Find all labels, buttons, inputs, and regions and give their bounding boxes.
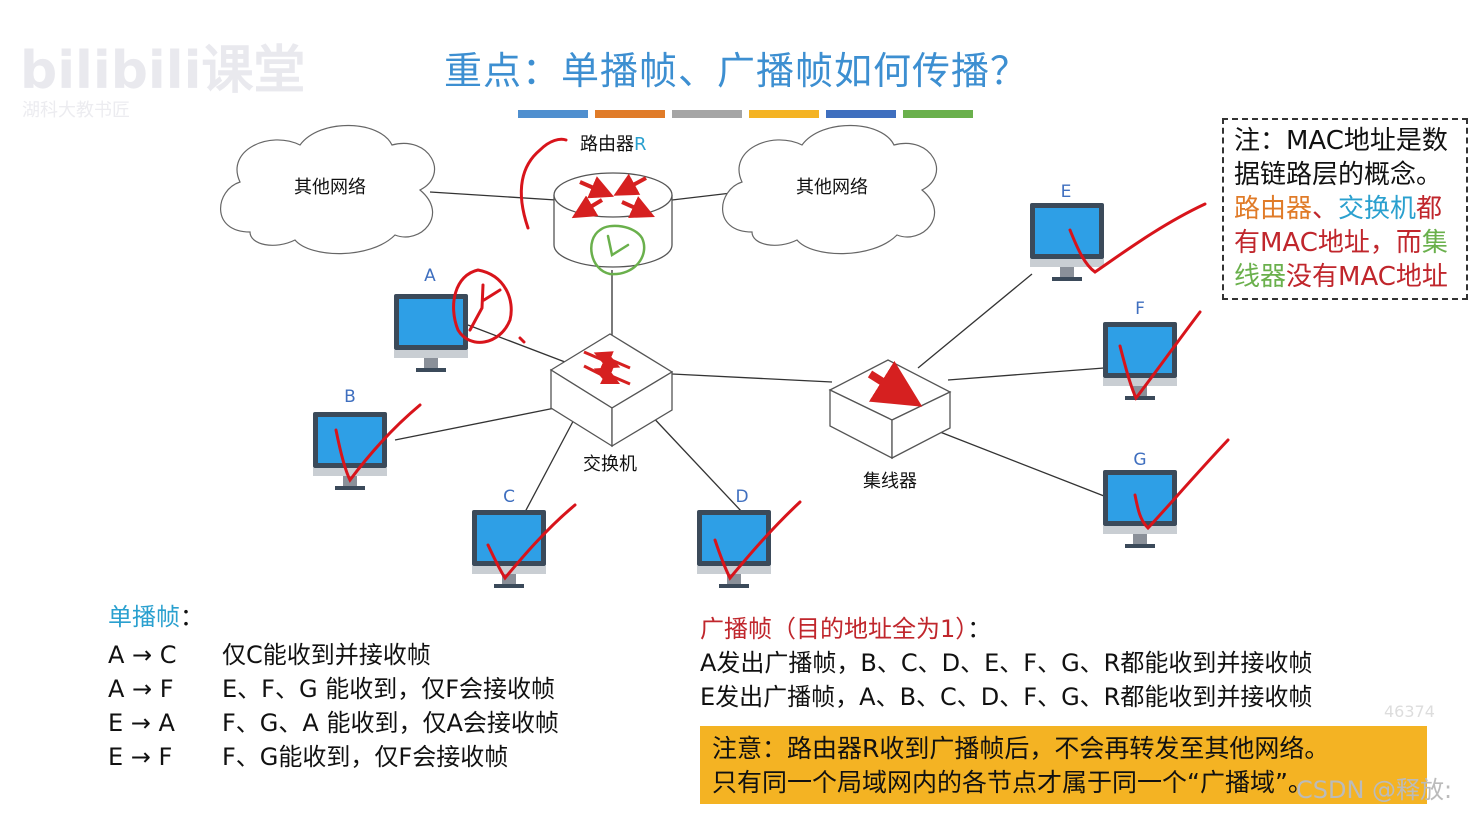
- broadcast-section: 广播帧（目的地址全为1）： A发出广播帧，B、C、D、E、F、G、R都能收到并接…: [700, 612, 1312, 714]
- unicast-pair: A → C: [108, 641, 177, 669]
- page-title: 重点：单播帧、广播帧如何传播？: [443, 49, 1029, 93]
- host-a-icon: [394, 294, 468, 372]
- bilibili-logo: bilibili课堂: [20, 41, 306, 101]
- note-router: 路由器: [1234, 194, 1313, 224]
- logo-subtitle: 湖科大教书匠: [22, 100, 130, 121]
- warning-line-2: 只有同一个局域网内的各节点才属于同一个“广播域”。: [712, 768, 1313, 797]
- note-du: 都: [1416, 194, 1443, 224]
- note-line-3: 路由器、交换机都: [1234, 192, 1466, 226]
- router-icon: [553, 172, 673, 268]
- note-line-2: 据链路层的概念。: [1234, 160, 1443, 190]
- host-f-label: F: [1135, 299, 1145, 319]
- broadcast-heading: 广播帧（目的地址全为1）: [700, 615, 968, 643]
- router-green-mark: [590, 224, 646, 276]
- cloud-right-label: 其他网络: [796, 177, 868, 198]
- note-hub-1: 集: [1421, 228, 1448, 258]
- host-a-label: A: [424, 266, 436, 286]
- check-d: [713, 500, 802, 581]
- host-e-label: E: [1061, 182, 1072, 202]
- unicast-pair: A → F: [108, 675, 174, 703]
- cloud-right: 其他网络: [722, 124, 938, 255]
- mac-note-box: 注：MAC地址是数 据链路层的概念。 路由器、交换机都 有MAC地址，而集 线器…: [1222, 118, 1468, 300]
- note-line-5: 线器没有MAC地址: [1234, 260, 1466, 294]
- unicast-text: E、F、G 能收到，仅F会接收帧: [222, 675, 555, 703]
- unicast-row: A → C 仅C能收到并接收帧: [108, 638, 559, 672]
- unicast-text: F、G、A 能收到，仅A会接收帧: [222, 709, 559, 737]
- unicast-row: A → F E、F、G 能收到，仅F会接收帧: [108, 672, 559, 706]
- switch-icon: [549, 333, 674, 448]
- note-sep: 、: [1312, 194, 1339, 224]
- cloud-left: 其他网络: [220, 124, 436, 255]
- watermark-number: 46374: [1384, 702, 1435, 721]
- broadcast-colon: ：: [967, 615, 992, 643]
- router-label: 路由器R: [580, 134, 647, 155]
- color-bar-segment: [672, 110, 742, 118]
- broadcast-line-2: E发出广播帧，A、B、C、D、F、G、R都能收到并接收帧: [700, 683, 1313, 711]
- router-mark: [519, 137, 568, 230]
- unicast-heading: 单播帧: [108, 603, 180, 631]
- host-d-label: D: [735, 487, 748, 507]
- handwritten-checks: [334, 137, 1230, 581]
- unicast-section: 单播帧： A → C 仅C能收到并接收帧 A → F E、F、G 能收到，仅F会接收…: [108, 600, 559, 774]
- host-f-icon: [1103, 322, 1177, 400]
- color-bar-segment: [903, 110, 973, 118]
- color-bar-segment: [826, 110, 896, 118]
- host-b-label: B: [344, 387, 356, 407]
- unicast-row: E → F F、G能收到，仅F会接收帧: [108, 740, 559, 774]
- color-bar-segment: [595, 110, 665, 118]
- unicast-text: F、G能收到，仅F会接收帧: [222, 743, 509, 771]
- check-c: [486, 503, 577, 581]
- check-b: [334, 403, 422, 483]
- unicast-pair: E → F: [108, 743, 173, 771]
- note-hub-2: 线器: [1234, 262, 1287, 292]
- cloud-left-label: 其他网络: [294, 177, 366, 198]
- check-e: [1068, 202, 1207, 274]
- links: [394, 191, 1105, 513]
- broadcast-line-1: A发出广播帧，B、C、D、E、F、G、R都能收到并接收帧: [700, 649, 1313, 677]
- host-a-mark: [452, 268, 526, 344]
- host-d-icon: [697, 510, 771, 588]
- color-bar: [518, 110, 973, 118]
- host-g-label: G: [1133, 450, 1146, 470]
- unicast-text: 仅C能收到并接收帧: [222, 641, 431, 669]
- note-have-mac: 有MAC地址，而: [1234, 228, 1422, 258]
- note-switch: 交换机: [1338, 194, 1417, 224]
- unicast-colon: ：: [180, 603, 204, 631]
- check-g: [1133, 438, 1230, 531]
- broadcast-domain-warning: 注意：路由器R收到广播帧后，不会再转发至其他网络。 只有同一个局域网内的各节点才…: [700, 726, 1427, 804]
- csdn-watermark: CSDN @释放:: [1296, 776, 1453, 804]
- color-bar-segment: [518, 110, 588, 118]
- note-no-mac: 没有MAC地址: [1286, 262, 1448, 292]
- check-f: [1118, 310, 1202, 401]
- switch-label: 交换机: [583, 454, 637, 475]
- host-c-label: C: [503, 487, 515, 507]
- note-line-1: 注：MAC地址是数: [1234, 126, 1448, 156]
- hub-label: 集线器: [863, 471, 917, 492]
- note-line-4: 有MAC地址，而集: [1234, 226, 1466, 260]
- unicast-row: E → A F、G、A 能收到，仅A会接收帧: [108, 706, 559, 740]
- unicast-pair: E → A: [108, 709, 175, 737]
- color-bar-segment: [749, 110, 819, 118]
- hub-icon: [828, 359, 952, 460]
- warning-line-1: 注意：路由器R收到广播帧后，不会再转发至其他网络。: [712, 734, 1330, 763]
- host-c-icon: [472, 510, 546, 588]
